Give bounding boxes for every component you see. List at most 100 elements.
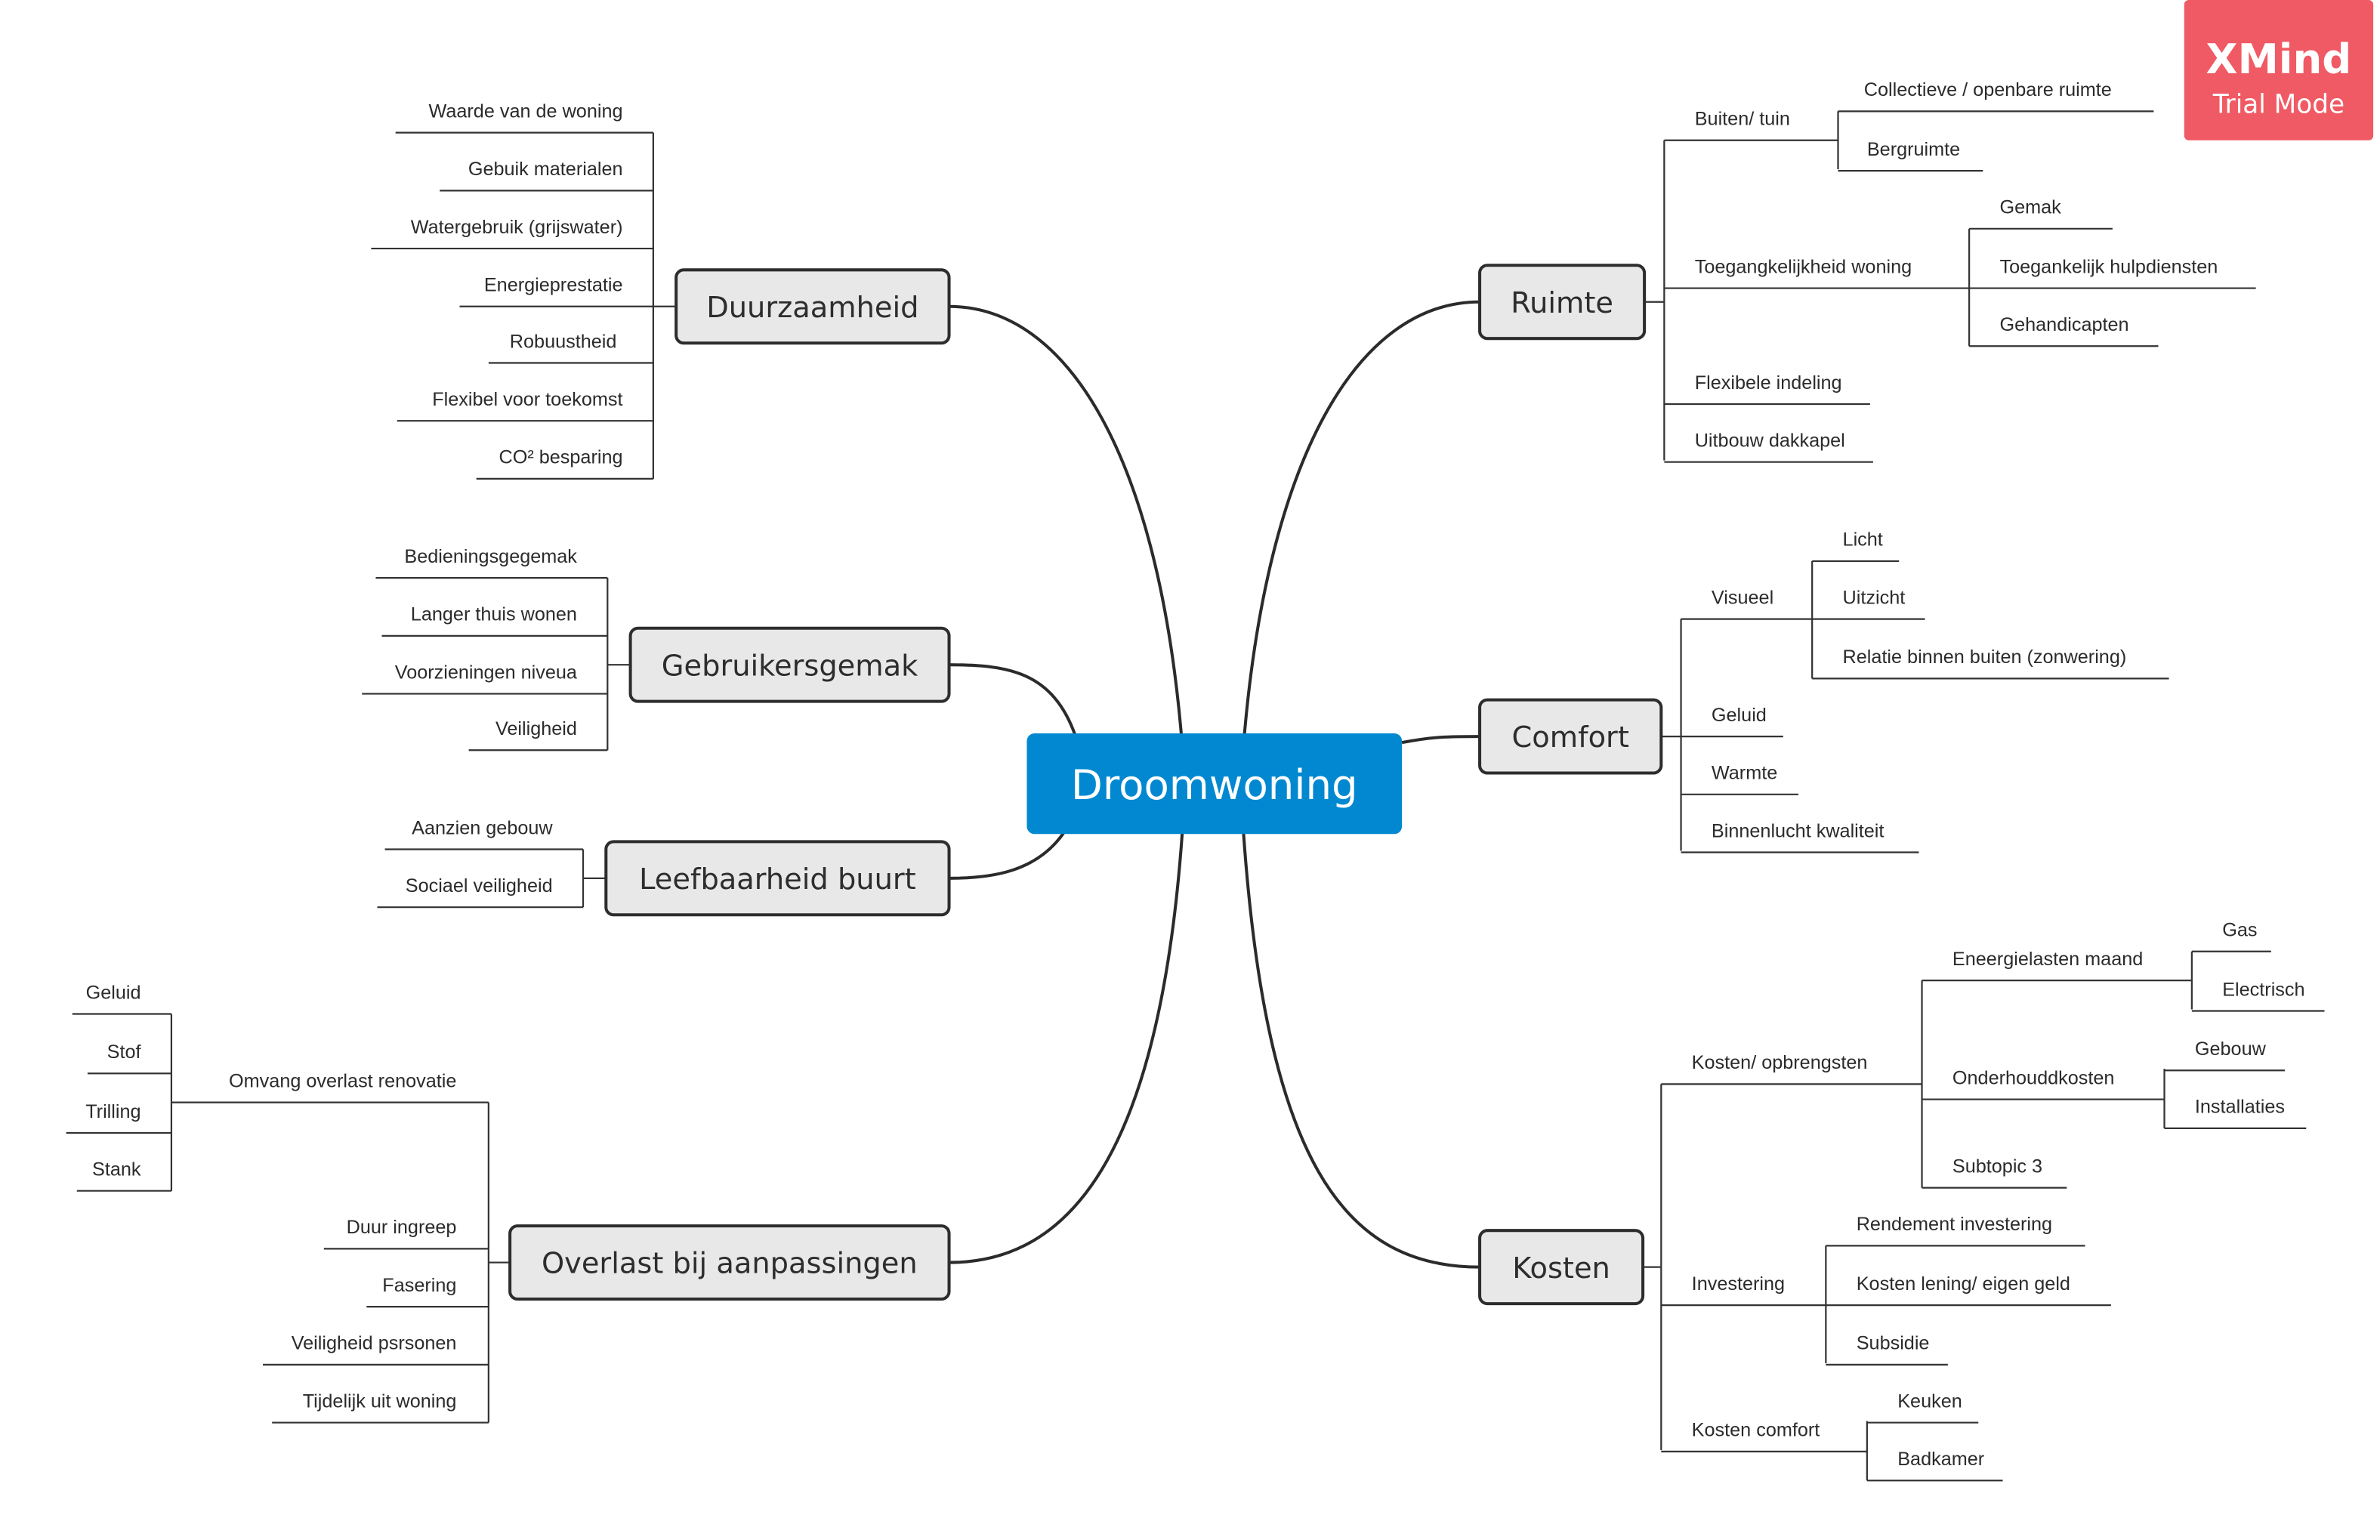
subtopic[interactable]: Toegankelijk hulpdiensten: [1969, 256, 2256, 289]
subtopic-label[interactable]: Langer thuis wonen: [411, 604, 577, 625]
topic-left-3[interactable]: Overlast bij aanpassingen: [508, 1224, 951, 1301]
subtopic-label[interactable]: Installaties: [2195, 1097, 2285, 1118]
subtopic-label[interactable]: Electrisch: [2222, 979, 2304, 1000]
subtopic[interactable]: Omvang overlast renovatie: [171, 1070, 489, 1103]
subtopic[interactable]: Tijdelijk uit woning: [272, 1390, 489, 1424]
subtopic-label[interactable]: Gehandicapten: [1999, 314, 2128, 335]
subtopic-label[interactable]: Robuustheid: [510, 331, 617, 352]
subtopic-label[interactable]: Veiligheid: [495, 718, 577, 739]
subtopic[interactable]: Binnenlucht kwaliteit: [1681, 820, 1919, 853]
subtopic[interactable]: Eneergielasten maand: [1922, 949, 2192, 982]
subtopic-label[interactable]: Veiligheid psrsonen: [292, 1333, 457, 1354]
subtopic[interactable]: Onderhouddkosten: [1922, 1067, 2165, 1100]
subtopic[interactable]: Veiligheid: [468, 718, 608, 751]
subtopic[interactable]: Keuken: [1866, 1390, 1979, 1424]
subtopic-label[interactable]: Tijdelijk uit woning: [303, 1390, 457, 1412]
subtopic-label[interactable]: Fasering: [382, 1275, 456, 1296]
subtopic-label[interactable]: Collectieve / openbare ruimte: [1864, 79, 2112, 100]
subtopic[interactable]: Bergruimte: [1838, 139, 1983, 172]
subtopic[interactable]: Bedieningsgegemak: [375, 546, 608, 579]
subtopic[interactable]: Aanzien gebouw: [384, 817, 584, 850]
subtopic[interactable]: Geluid: [1681, 705, 1783, 738]
subtopic[interactable]: Fasering: [366, 1275, 489, 1308]
subtopic[interactable]: Gebouw: [2164, 1038, 2286, 1072]
subtopic[interactable]: CO² besparing: [476, 447, 653, 480]
subtopic-label[interactable]: Uitbouw dakkapel: [1695, 431, 1845, 452]
central-topic-box[interactable]: [1026, 733, 1403, 835]
subtopic-label[interactable]: Warmte: [1712, 763, 1777, 784]
central-topic[interactable]: Droomwoning: [1026, 733, 1403, 835]
subtopic-label[interactable]: Uitzicht: [1843, 587, 1906, 608]
subtopic-label[interactable]: Voorzieningen niveua: [395, 662, 578, 683]
subtopic[interactable]: Flexibel voor toekomst: [397, 389, 653, 422]
subtopic[interactable]: Stof: [87, 1042, 171, 1075]
subtopic-label[interactable]: Flexibel voor toekomst: [432, 389, 622, 410]
subtopic[interactable]: Waarde van de woning: [395, 100, 653, 134]
topic-left-2[interactable]: Leefbaarheid buurt: [604, 840, 951, 917]
topic-box[interactable]: [1478, 698, 1663, 775]
subtopic[interactable]: Kosten lening/ eigen geld: [1826, 1273, 2111, 1307]
subtopic-label[interactable]: Keuken: [1897, 1390, 1962, 1412]
topic-box[interactable]: [674, 268, 951, 345]
topic-right-1[interactable]: Comfort: [1478, 698, 1663, 775]
topic-left-0[interactable]: Duurzaamheid: [674, 268, 951, 345]
topic-right-2[interactable]: Kosten: [1478, 1229, 1645, 1306]
subtopic[interactable]: Trilling: [66, 1101, 171, 1134]
subtopic-label[interactable]: Gemak: [1999, 197, 2061, 218]
subtopic-label[interactable]: Waarde van de woning: [428, 100, 622, 122]
subtopic-label[interactable]: Subsidie: [1857, 1333, 1930, 1354]
subtopic-label[interactable]: Gebouw: [2195, 1038, 2267, 1060]
subtopic[interactable]: Subtopic 3: [1922, 1156, 2067, 1189]
subtopic-label[interactable]: Badkamer: [1897, 1449, 1984, 1470]
subtopic-label[interactable]: Rendement investering: [1857, 1214, 2052, 1235]
subtopic-label[interactable]: Watergebruik (grijswater): [411, 217, 623, 238]
subtopic[interactable]: Relatie binnen buiten (zonwering): [1812, 647, 2169, 680]
subtopic-label[interactable]: Buiten/ tuin: [1695, 109, 1790, 130]
subtopic[interactable]: Robuustheid: [488, 331, 653, 364]
subtopic[interactable]: Subsidie: [1826, 1333, 1948, 1366]
subtopic[interactable]: Langer thuis wonen: [381, 604, 608, 637]
subtopic[interactable]: Visueel: [1681, 587, 1813, 620]
subtopic[interactable]: Uitzicht: [1812, 587, 1925, 620]
subtopic-label[interactable]: CO² besparing: [499, 447, 623, 468]
subtopic-label[interactable]: Gas: [2222, 920, 2257, 941]
subtopic[interactable]: Gas: [2191, 920, 2271, 952]
subtopic[interactable]: Badkamer: [1866, 1449, 2003, 1482]
subtopic-label[interactable]: Stof: [107, 1042, 142, 1063]
subtopic-label[interactable]: Geluid: [1712, 705, 1767, 726]
subtopic[interactable]: Warmte: [1681, 763, 1799, 795]
subtopic-label[interactable]: Visueel: [1712, 587, 1773, 608]
subtopic-label[interactable]: Relatie binnen buiten (zonwering): [1843, 647, 2127, 668]
topic-box[interactable]: [1478, 1229, 1645, 1306]
subtopic[interactable]: Stank: [76, 1159, 171, 1192]
subtopic[interactable]: Electrisch: [2191, 979, 2325, 1012]
subtopic-label[interactable]: Gebuik materialen: [468, 159, 623, 180]
subtopic-label[interactable]: Geluid: [86, 982, 141, 1003]
subtopic-label[interactable]: Onderhouddkosten: [1952, 1067, 2115, 1088]
topic-left-1[interactable]: Gebruikersgemak: [628, 626, 951, 703]
subtopic[interactable]: Collectieve / openbare ruimte: [1838, 79, 2154, 113]
trial-mode-badge[interactable]: XMind Trial Mode: [2184, 0, 2374, 140]
subtopic[interactable]: Sociael veiligheid: [377, 875, 584, 909]
topic-box[interactable]: [628, 626, 951, 703]
subtopic[interactable]: Gebuik materialen: [440, 159, 653, 192]
subtopic[interactable]: Geluid: [72, 982, 171, 1015]
subtopic-label[interactable]: Toegangkelijkheid woning: [1695, 256, 1912, 277]
subtopic[interactable]: Voorzieningen niveua: [362, 662, 608, 695]
subtopic-label[interactable]: Duur ingreep: [347, 1217, 457, 1238]
subtopic[interactable]: Gehandicapten: [1969, 314, 2159, 347]
subtopic[interactable]: Investering: [1661, 1273, 1826, 1307]
subtopic[interactable]: Uitbouw dakkapel: [1664, 431, 1873, 463]
subtopic-label[interactable]: Binnenlucht kwaliteit: [1712, 820, 1885, 841]
subtopic-label[interactable]: Eneergielasten maand: [1952, 949, 2143, 970]
subtopic[interactable]: Toegangkelijkheid woning: [1664, 256, 1970, 289]
subtopic[interactable]: Buiten/ tuin: [1664, 109, 1838, 141]
subtopic-label[interactable]: Flexibele indeling: [1695, 372, 1842, 393]
topic-right-0[interactable]: Ruimte: [1478, 264, 1647, 341]
subtopic[interactable]: Installaties: [2164, 1097, 2307, 1130]
subtopic-label[interactable]: Subtopic 3: [1952, 1156, 2042, 1177]
subtopic[interactable]: Kosten/ opbrengsten: [1661, 1052, 1922, 1085]
topic-box[interactable]: [1478, 264, 1647, 341]
subtopic[interactable]: Duur ingreep: [323, 1217, 489, 1250]
subtopic[interactable]: Licht: [1812, 529, 1900, 563]
